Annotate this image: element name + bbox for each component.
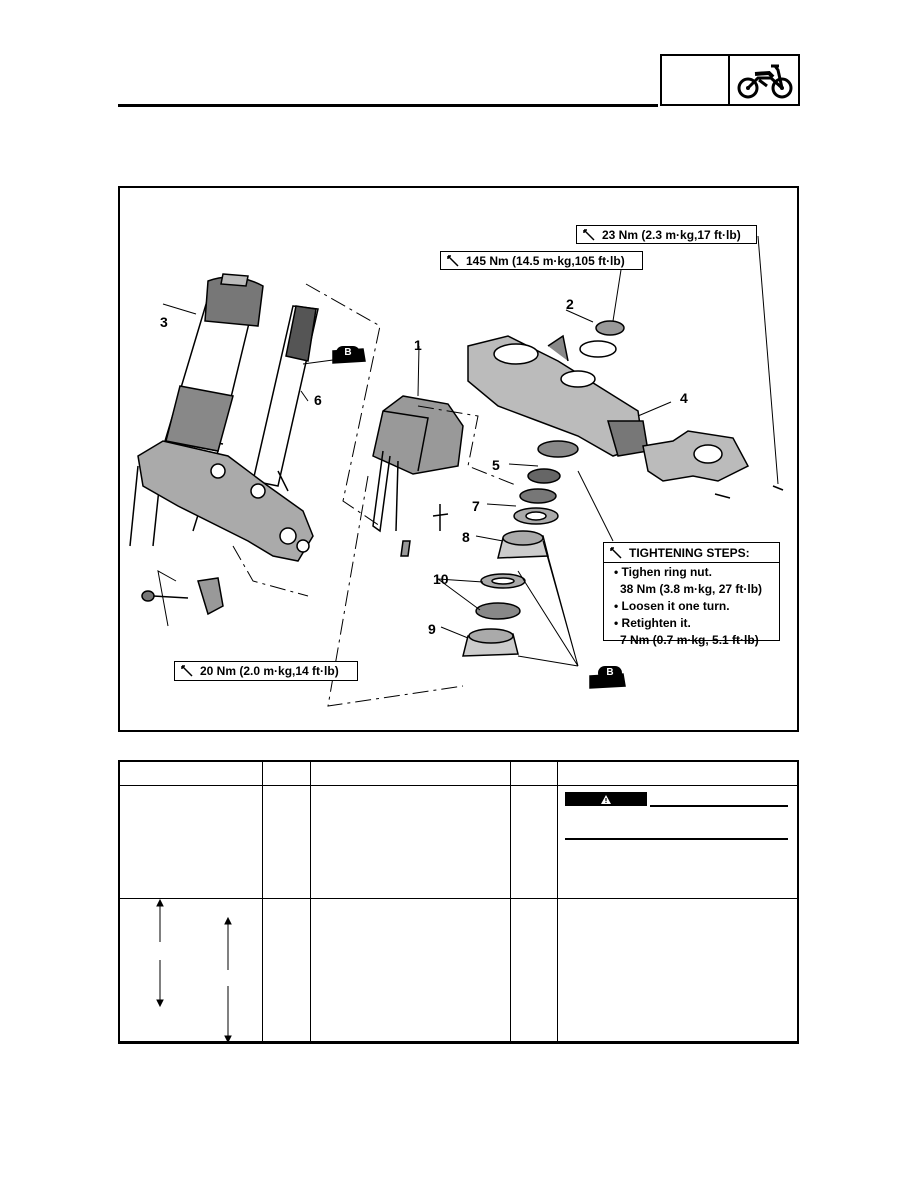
tightening-steps-title: TIGHTENING STEPS:	[629, 546, 750, 560]
wrench-icon	[447, 254, 459, 267]
torque-value: 145 Nm (14.5 m·kg,105 ft·lb)	[466, 253, 625, 268]
wrench-icon	[181, 665, 193, 677]
header-icon-box	[730, 54, 800, 106]
parts-table	[118, 760, 799, 1044]
wrench-icon	[583, 228, 595, 241]
tightening-step: 38 Nm (3.8 m·kg, 27 ft·lb)	[620, 582, 763, 596]
callout-1: 1	[414, 337, 422, 353]
tightening-step: 7 Nm (0.7 m·kg, 5.1 ft·lb)	[620, 633, 759, 647]
table-col-rule	[310, 760, 311, 1044]
callout-5: 5	[492, 457, 500, 473]
exploded-diagram-frame	[118, 186, 799, 732]
callout-6: 6	[314, 392, 322, 408]
wrench-icon	[610, 547, 622, 559]
warning-rule	[565, 838, 788, 840]
header-section-box	[660, 54, 730, 106]
table-header-rule	[118, 785, 799, 786]
callout-7: 7	[472, 498, 480, 514]
tightening-steps-box: TIGHTENING STEPS: • Tighen ring nut. 38 …	[603, 542, 780, 647]
order-arrows	[156, 898, 232, 1044]
table-row-rule	[118, 898, 799, 899]
torque-label-20nm: 20 Nm (2.0 m·kg,14 ft·lb)	[174, 661, 358, 681]
tightening-step: • Retighten it.	[614, 616, 691, 630]
callout-8: 8	[462, 529, 470, 545]
table-col-rule	[510, 760, 511, 1044]
torque-label-23nm: 23 Nm (2.3 m·kg,17 ft·lb)	[576, 225, 757, 244]
callout-4: 4	[680, 390, 688, 406]
callout-2: 2	[566, 296, 574, 312]
warning-triangle-icon	[601, 794, 611, 804]
torque-value: 23 Nm (2.3 m·kg,17 ft·lb)	[602, 227, 741, 242]
callout-10: 10	[433, 571, 449, 587]
table-col-rule	[557, 760, 558, 1044]
grease-b-top: B	[336, 346, 360, 360]
grease-b-bottom: B	[598, 666, 622, 680]
tightening-step: • Loosen it one turn.	[614, 599, 730, 613]
torque-label-145nm: 145 Nm (14.5 m·kg,105 ft·lb)	[440, 251, 643, 270]
table-col-rule	[262, 760, 263, 1044]
callout-3: 3	[160, 314, 168, 330]
tightening-steps-header: TIGHTENING STEPS:	[604, 543, 779, 563]
callout-9: 9	[428, 621, 436, 637]
warning-label	[565, 792, 647, 806]
header-rule	[118, 104, 658, 107]
tightening-step: • Tighen ring nut.	[614, 565, 712, 579]
torque-value: 20 Nm (2.0 m·kg,14 ft·lb)	[200, 664, 339, 678]
motorcycle-icon	[737, 64, 793, 99]
warning-rule	[650, 805, 788, 807]
